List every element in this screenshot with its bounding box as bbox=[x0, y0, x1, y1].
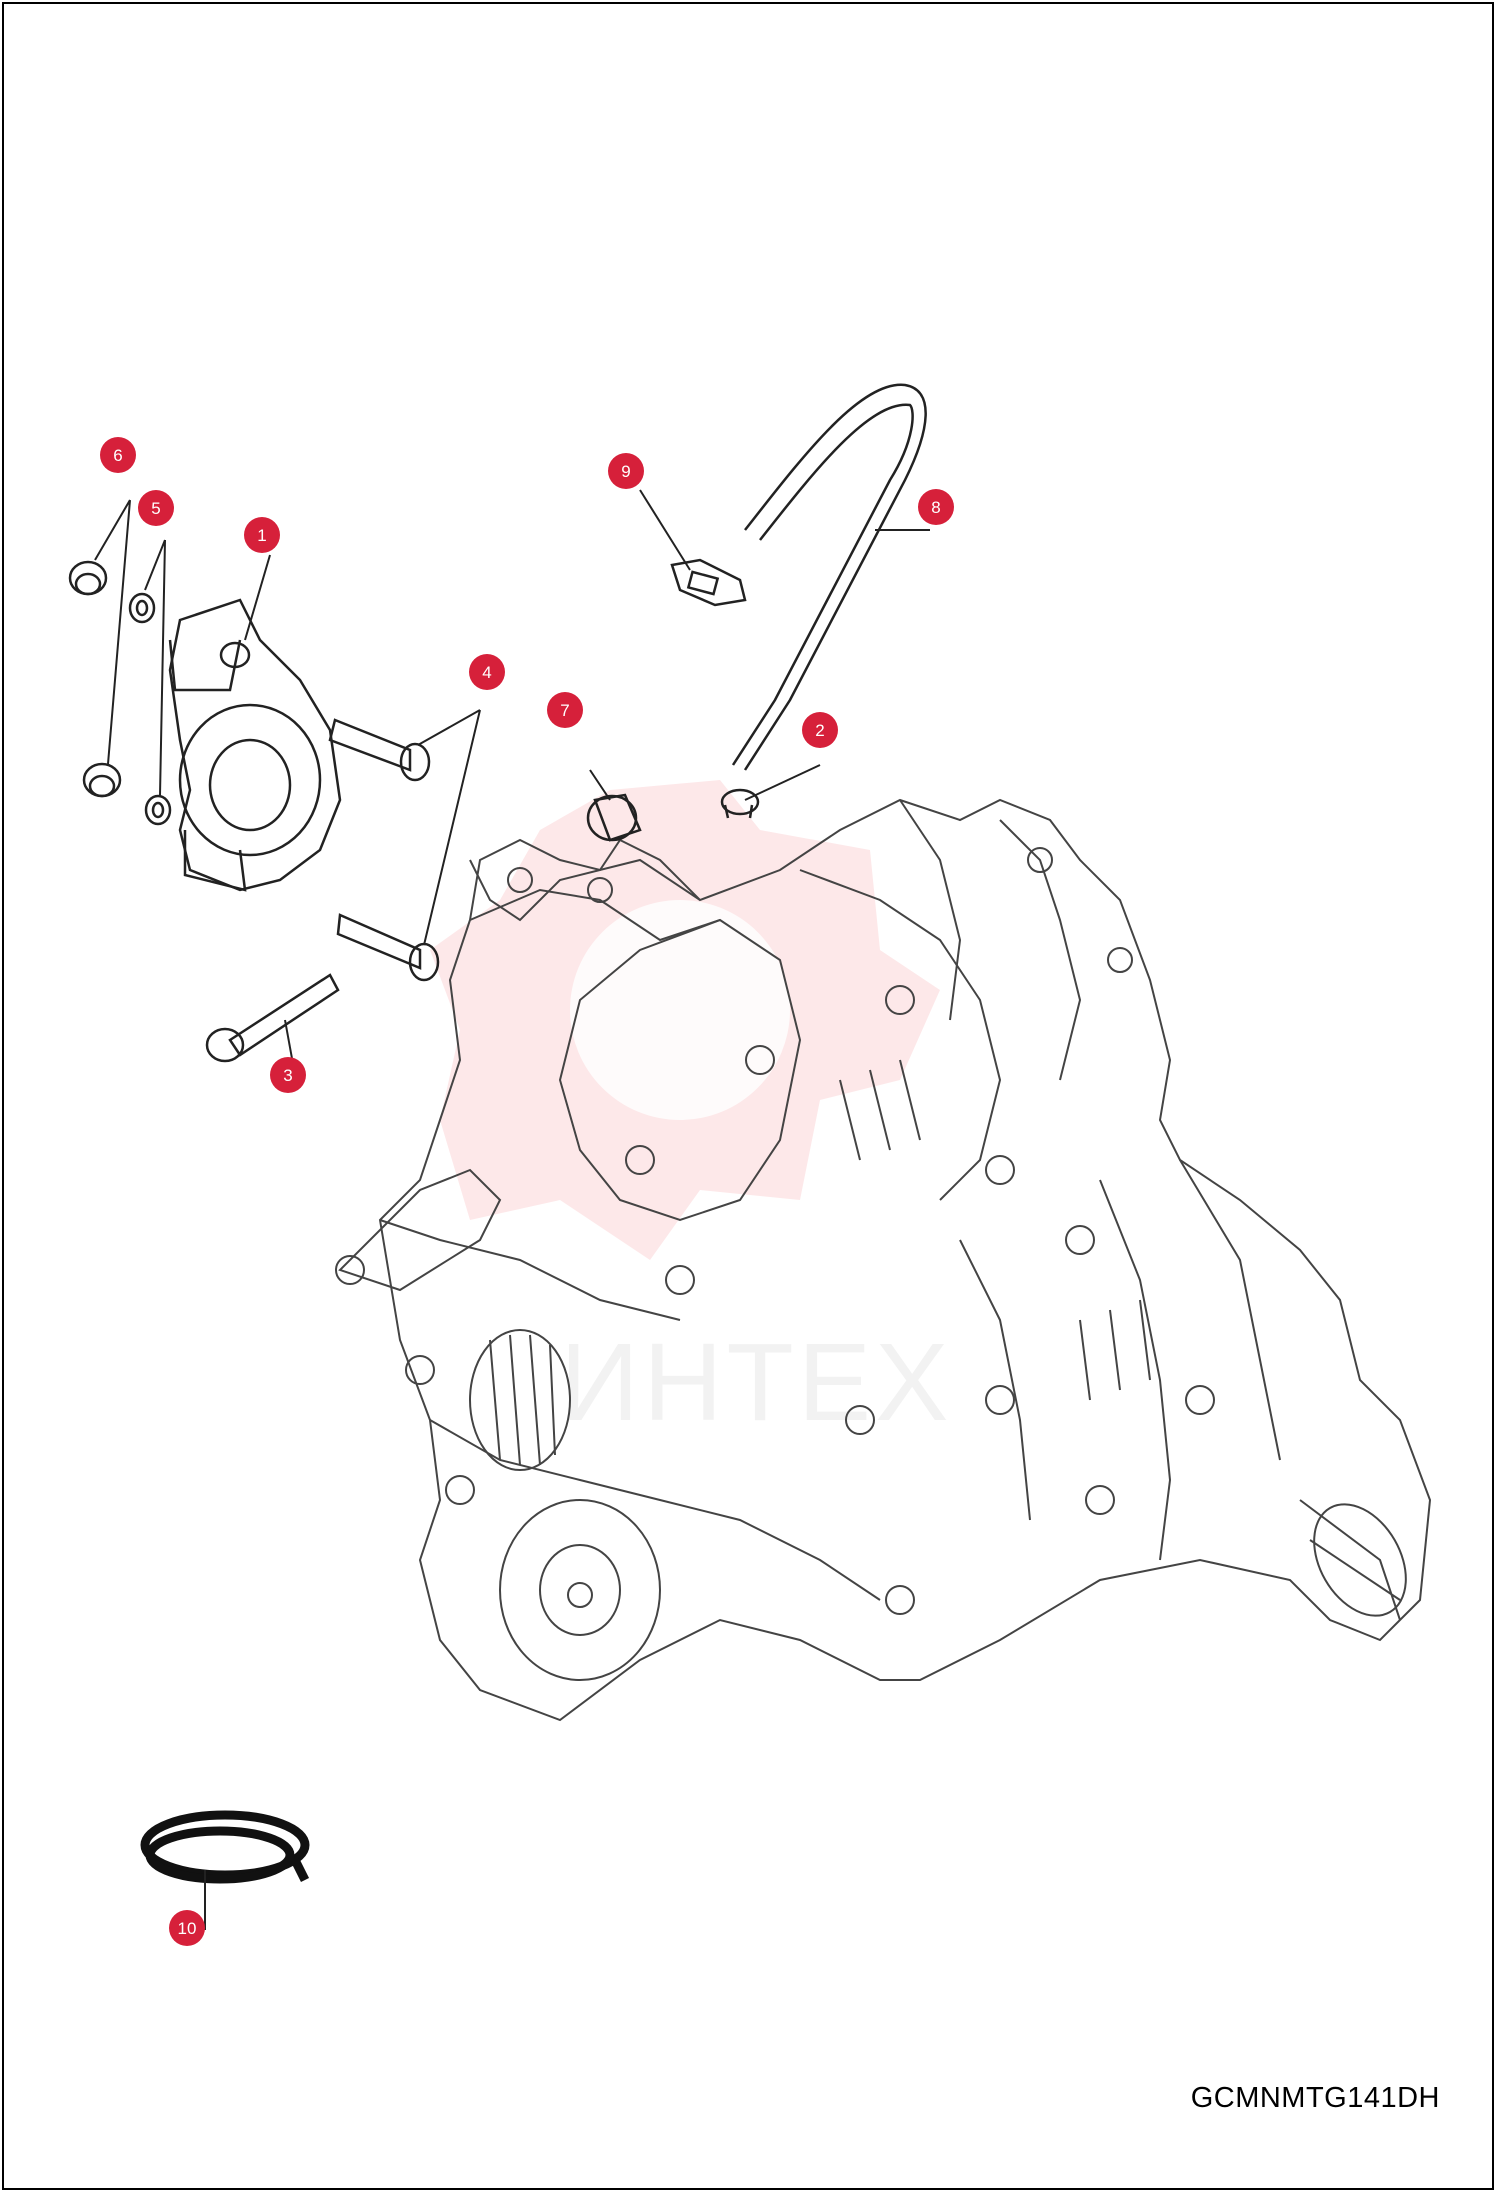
callout-2: 2 bbox=[802, 712, 838, 748]
part-transfer-case-motor bbox=[168, 598, 342, 892]
part-hose-retainer-clip bbox=[670, 558, 747, 607]
callout-9: 9 bbox=[608, 453, 644, 489]
part-hose-clamp bbox=[720, 788, 760, 819]
watermark-text: ИНТЕХ bbox=[560, 1321, 952, 1444]
part-flange-bolt-long bbox=[205, 973, 340, 1063]
part-flange-nut bbox=[68, 560, 122, 798]
svg-text:6: 6 bbox=[113, 446, 122, 465]
svg-text:1: 1 bbox=[257, 526, 266, 545]
callout-8: 8 bbox=[918, 489, 954, 525]
svg-text:4: 4 bbox=[482, 663, 491, 682]
svg-text:8: 8 bbox=[931, 498, 940, 517]
svg-text:10: 10 bbox=[178, 1919, 197, 1938]
part-spacer-nut bbox=[586, 793, 642, 842]
callout-4: 4 bbox=[469, 654, 505, 690]
part-vent-hose bbox=[731, 383, 927, 771]
svg-text:5: 5 bbox=[151, 499, 160, 518]
callout-3: 3 bbox=[270, 1057, 306, 1093]
leader-lines bbox=[94, 489, 930, 1930]
svg-text:9: 9 bbox=[621, 462, 630, 481]
transfer-case-assembly bbox=[335, 798, 1432, 1722]
callout-5: 5 bbox=[138, 490, 174, 526]
callout-6: 6 bbox=[100, 437, 136, 473]
callout-7: 7 bbox=[547, 692, 583, 728]
reference-code: GCMNMTG141DH bbox=[1190, 2082, 1440, 2114]
part-flange-bolt bbox=[328, 718, 440, 982]
part-washer bbox=[128, 592, 172, 826]
svg-text:2: 2 bbox=[815, 721, 824, 740]
svg-text:3: 3 bbox=[283, 1066, 292, 1085]
callout-10: 10 bbox=[169, 1910, 205, 1946]
part-sealant-bead bbox=[140, 1810, 310, 1884]
watermark: ИНТЕХ bbox=[430, 780, 952, 1444]
callout-1: 1 bbox=[244, 517, 280, 553]
callouts: 6 5 1 4 7 9 8 2 3 10 bbox=[100, 437, 954, 1946]
svg-text:7: 7 bbox=[560, 701, 569, 720]
